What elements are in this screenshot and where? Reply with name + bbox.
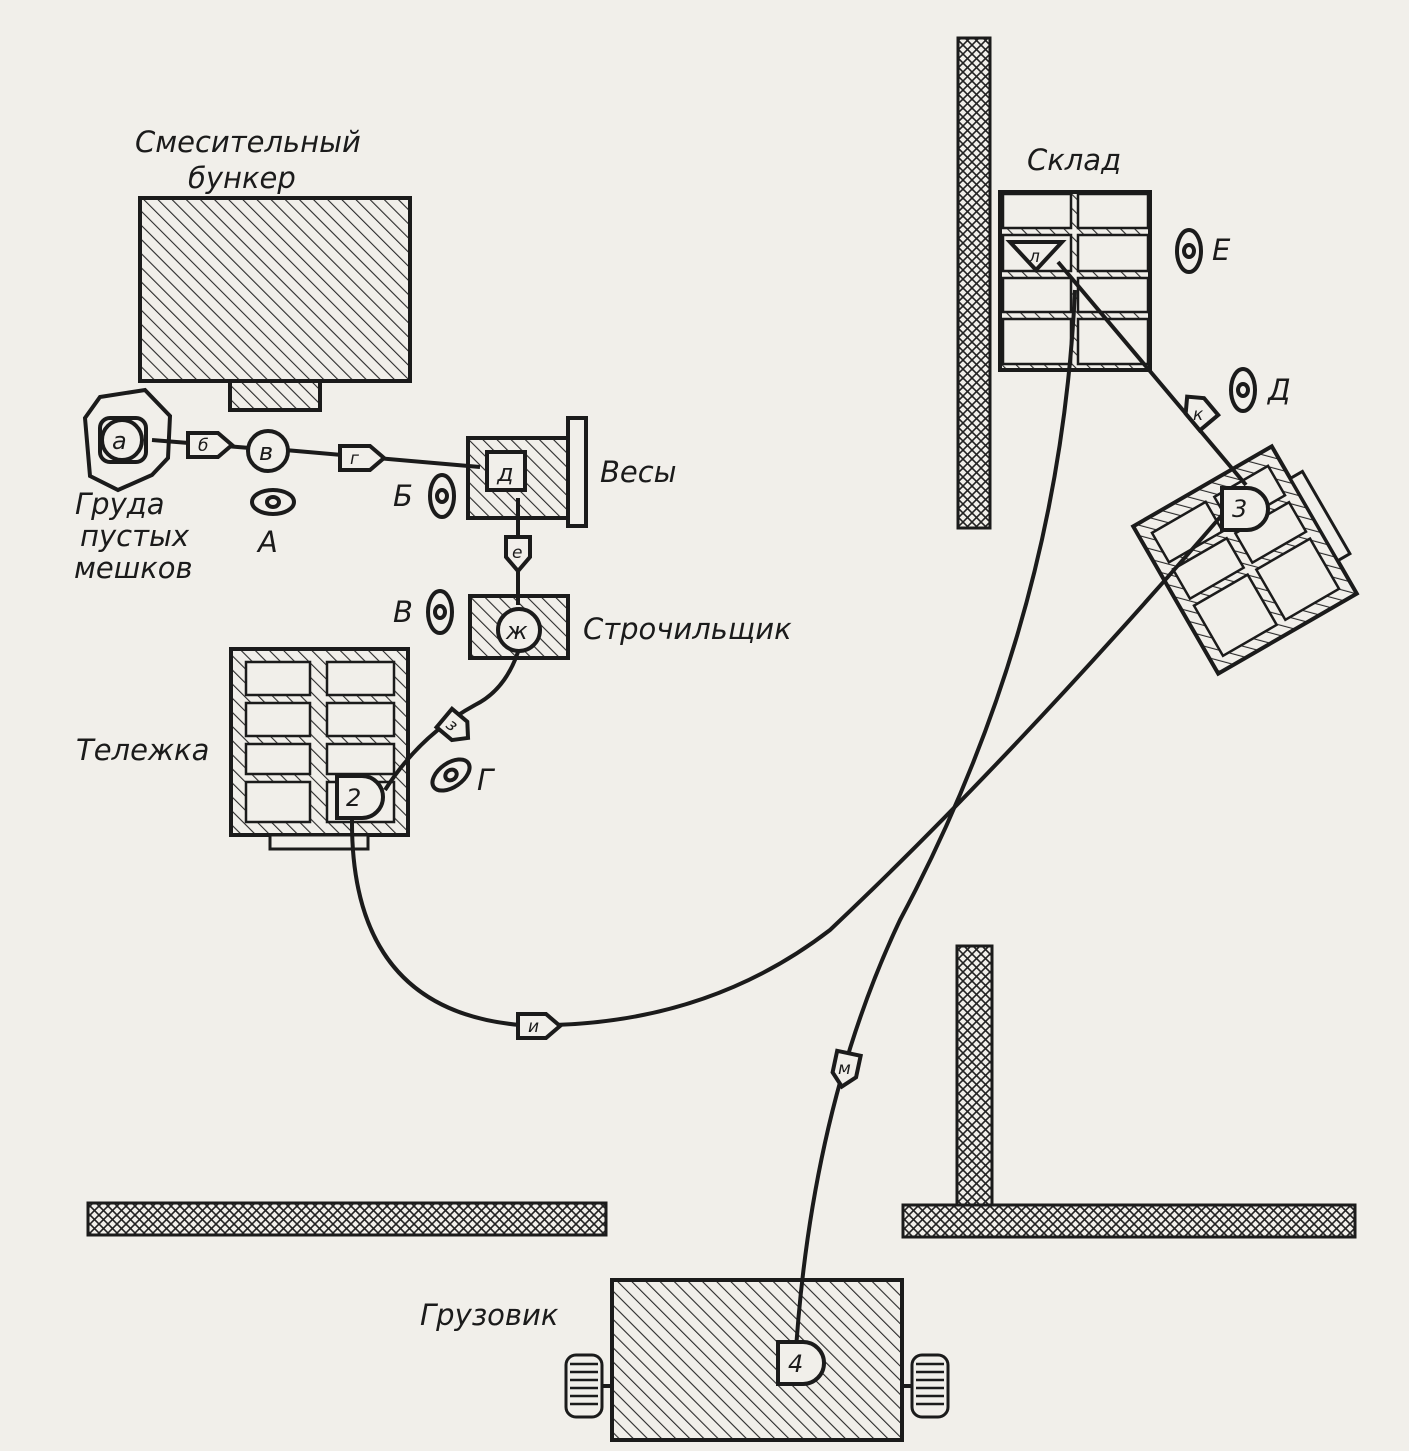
bag-pile-outline [82,387,173,493]
truck-label: Грузовик [420,1298,559,1332]
storage-4: 4 [776,1340,826,1386]
operation-v-label: в [259,438,273,466]
storage-2: 2 [335,774,385,820]
worker-marker-B [428,473,456,519]
worker-marker-V [426,589,454,635]
worker-B-label: Б [393,479,413,513]
transport-e: е [504,535,532,575]
worker-marker-G [430,757,472,793]
operation-a-label: а [112,427,127,455]
inspection-d: д [485,450,527,492]
bag-pile-label-1: Груда [75,487,165,521]
cart [229,647,410,851]
transport-m-label: м [838,1059,851,1079]
transport-b: б [186,431,236,459]
transport-e-label: е [512,543,522,563]
transport-z: з [433,705,471,743]
mixing-bunker-label-1: Смесительный [135,125,361,159]
scales-label: Весы [600,455,677,489]
pallet [1130,443,1360,677]
transport-g: г [338,444,388,472]
worker-A-label: А [256,525,278,559]
operation-zh-label: ж [505,617,528,645]
worker-marker-A [250,488,296,516]
wall-upper-right [956,36,992,530]
wall-lower-right-stem [955,944,994,1210]
operation-a: а [98,416,148,464]
transport-b-label: б [198,436,208,456]
transport-m [830,1048,864,1090]
storage-4-label: 4 [788,1350,803,1378]
cart-label: Тележка [76,733,209,767]
transport-i: и [516,1012,564,1040]
wall-lower-right [901,1203,1357,1239]
warehouse-label: Склад [1027,143,1121,177]
inspection-d-label: д [496,459,514,487]
worker-D-label: Д [1266,373,1291,407]
truck [564,1278,950,1442]
transport-k [1183,394,1222,434]
worker-marker-E [1175,228,1203,274]
storage-3: 3 [1220,486,1270,532]
bag-pile-label-2: пустых [80,519,190,553]
storage-l-label: л [1028,247,1040,267]
storage-3-label: 3 [1232,495,1247,523]
mixing-bunker-label-2: бункер [188,161,296,195]
bag-pile-label-3: мешков [74,551,193,585]
operation-v: в [246,429,290,473]
worker-G-label: Г [477,763,496,797]
transport-i-label: и [528,1017,539,1037]
transport-k-label: к [1193,405,1204,425]
wall-lower-left [86,1201,608,1237]
worker-marker-D [1229,367,1257,413]
mixing-bunker [138,196,412,412]
storage-2-label: 2 [346,784,361,812]
transport-g-label: г [350,449,359,469]
worker-E-label: Е [1212,233,1231,267]
worker-V-label: В [393,595,413,629]
storage-l: л [1005,240,1067,273]
operation-zh: ж [496,607,542,653]
sewer-label: Строчильщик [583,612,792,646]
